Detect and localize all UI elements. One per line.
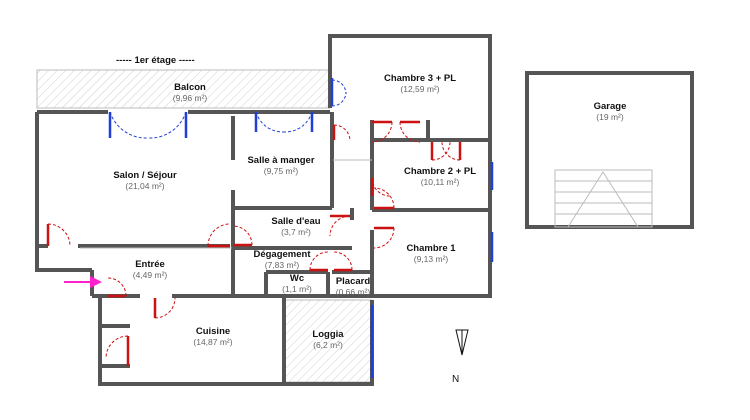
balcon-area: [36, 69, 331, 109]
room-area: (1,1 m²): [282, 284, 312, 294]
windows: [108, 78, 494, 378]
north-label: N: [452, 374, 460, 385]
room-area: (21,04 m²): [125, 181, 165, 191]
room-area: (0,66 m²): [335, 287, 371, 297]
room-name: Salle d'eau: [271, 216, 321, 227]
garage-stairs: [554, 169, 653, 228]
walls: [35, 34, 492, 386]
room-name: Balcon: [174, 82, 206, 93]
room-name: Entrée: [135, 259, 165, 270]
north-arrow-icon: [455, 329, 469, 356]
room-label-chambre2: Chambre 2 + PL (10,11 m²): [392, 166, 488, 188]
room-name: Cuisine: [195, 326, 231, 337]
room-label-garage: Garage (19 m²): [580, 101, 640, 123]
room-area: (9,75 m²): [263, 166, 299, 176]
door-swings: [47, 121, 461, 359]
window-swings: [109, 79, 347, 139]
floor-title: ----- 1er étage -----: [116, 55, 195, 66]
room-label-wc: Wc (1,1 m²): [272, 273, 322, 295]
room-name: Chambre 3 + PL: [383, 73, 457, 84]
room-area: (12,59 m²): [400, 84, 440, 94]
room-area: (14,87 m²): [193, 337, 233, 347]
doors: [46, 120, 462, 366]
loggia-area: [283, 299, 373, 383]
room-label-salon: Salon / Séjour (21,04 m²): [100, 170, 190, 192]
room-area: (4,49 m²): [132, 270, 168, 280]
room-label-salle-a-manger: Salle à manger (9,75 m²): [238, 155, 324, 177]
room-area: (10,11 m²): [420, 177, 460, 187]
garage: [525, 71, 694, 229]
room-label-cuisine: Cuisine (14,87 m²): [180, 326, 246, 348]
room-label-placard: Placard (0,66 m²): [330, 276, 376, 298]
light-lines: [80, 159, 372, 249]
room-label-entree: Entrée (4,49 m²): [122, 259, 178, 281]
room-area: (3,7 m²): [281, 227, 311, 237]
room-name: Chambre 1: [406, 243, 456, 254]
room-area: (19 m²): [596, 112, 624, 122]
room-label-chambre1: Chambre 1 (9,13 m²): [396, 243, 466, 265]
room-area: (6,2 m²): [313, 340, 343, 350]
room-area: (7,83 m²): [264, 260, 300, 270]
room-name: Chambre 2 + PL: [403, 166, 477, 177]
room-label-salle-d-eau: Salle d'eau (3,7 m²): [262, 216, 330, 238]
room-name: Salon / Séjour: [113, 170, 177, 181]
room-area: (9,13 m²): [413, 254, 449, 264]
room-label-balcon: Balcon (9,96 m²): [150, 82, 230, 104]
room-name: Loggia: [312, 329, 344, 340]
room-area: (9,96 m²): [172, 93, 208, 103]
entry-arrow-icon: [64, 276, 102, 288]
room-name: Dégagement: [253, 249, 311, 260]
room-label-loggia: Loggia (6,2 m²): [300, 329, 356, 351]
room-name: Salle à manger: [247, 155, 315, 166]
room-label-degagement: Dégagement (7,83 m²): [244, 249, 320, 271]
room-name: Garage: [593, 101, 627, 112]
room-name: Wc: [289, 273, 305, 284]
room-label-chambre3: Chambre 3 + PL (12,59 m²): [375, 73, 465, 95]
room-name: Placard: [335, 276, 371, 287]
